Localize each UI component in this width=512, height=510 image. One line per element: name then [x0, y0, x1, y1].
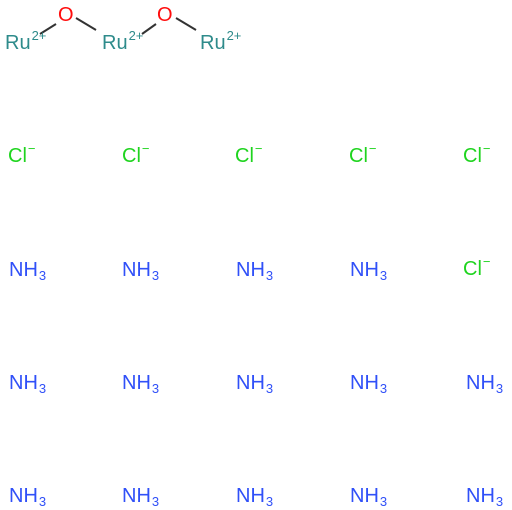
ruthenium-symbol: Ru — [200, 32, 226, 54]
ammonia-subscript: 3 — [151, 494, 160, 509]
ammonia-symbol: NH — [122, 372, 151, 394]
chloride-charge: − — [482, 141, 491, 156]
ammonia-symbol: NH — [9, 259, 38, 281]
ruthenium-symbol: Ru — [5, 32, 31, 54]
ammonia-ligand-10: NH3 — [9, 485, 47, 509]
ammonia-subscript: 3 — [495, 381, 504, 396]
bond-ru2-o2 — [141, 23, 157, 35]
chlorine-symbol: Cl — [8, 145, 27, 167]
ammonia-symbol: NH — [236, 259, 265, 281]
chloride-charge: − — [482, 254, 491, 269]
ammonia-subscript: 3 — [38, 268, 47, 283]
bond-o2-ru3 — [175, 17, 197, 31]
ammonia-ligand-2: NH3 — [122, 259, 160, 283]
ammonia-subscript: 3 — [379, 494, 388, 509]
chlorine-symbol: Cl — [463, 145, 482, 167]
chlorine-symbol: Cl — [122, 145, 141, 167]
chloride-charge: − — [368, 141, 377, 156]
chloride-charge: − — [254, 141, 263, 156]
ammonia-subscript: 3 — [495, 494, 504, 509]
ammonia-ligand-12: NH3 — [236, 485, 274, 509]
bond-ru1-o1 — [39, 23, 57, 35]
ruthenium-charge: 2+ — [226, 28, 242, 43]
ammonia-ligand-4: NH3 — [350, 259, 388, 283]
ammonia-ligand-11: NH3 — [122, 485, 160, 509]
ammonia-symbol: NH — [466, 485, 495, 507]
ammonia-symbol: NH — [466, 372, 495, 394]
ammonia-ligand-8: NH3 — [350, 372, 388, 396]
ruthenium-atom-1: Ru2+ — [5, 29, 46, 54]
ammonia-subscript: 3 — [265, 494, 274, 509]
ammonia-subscript: 3 — [265, 381, 274, 396]
ammonia-subscript: 3 — [151, 381, 160, 396]
oxygen-atom-2: O — [157, 5, 173, 25]
ammonia-ligand-14: NH3 — [466, 485, 504, 509]
ruthenium-charge: 2+ — [31, 28, 47, 43]
ruthenium-symbol: Ru — [102, 32, 128, 54]
oxygen-symbol: O — [157, 4, 173, 26]
ammonia-subscript: 3 — [38, 381, 47, 396]
ammonia-symbol: NH — [122, 485, 151, 507]
chlorine-symbol: Cl — [349, 145, 368, 167]
ammonia-symbol: NH — [122, 259, 151, 281]
ammonia-subscript: 3 — [151, 268, 160, 283]
chloride-charge: − — [27, 141, 36, 156]
ammonia-symbol: NH — [236, 372, 265, 394]
chloride-ion-4: Cl− — [349, 142, 376, 167]
ammonia-subscript: 3 — [379, 381, 388, 396]
ruthenium-charge: 2+ — [128, 28, 144, 43]
chloride-ion-5: Cl− — [463, 142, 490, 167]
chloride-ion-3: Cl− — [235, 142, 262, 167]
chlorine-symbol: Cl — [235, 145, 254, 167]
ammonia-subscript: 3 — [265, 268, 274, 283]
ammonia-ligand-5: NH3 — [9, 372, 47, 396]
ammonia-ligand-9: NH3 — [466, 372, 504, 396]
chloride-ion-2: Cl− — [122, 142, 149, 167]
ruthenium-atom-3: Ru2+ — [200, 29, 241, 54]
ammonia-ligand-1: NH3 — [9, 259, 47, 283]
chloride-ion-6: Cl− — [463, 255, 490, 280]
ammonia-subscript: 3 — [38, 494, 47, 509]
ammonia-symbol: NH — [350, 259, 379, 281]
ammonia-ligand-13: NH3 — [350, 485, 388, 509]
chloride-ion-1: Cl− — [8, 142, 35, 167]
ammonia-symbol: NH — [9, 372, 38, 394]
oxygen-symbol: O — [58, 4, 74, 26]
ammonia-symbol: NH — [350, 485, 379, 507]
ammonia-subscript: 3 — [379, 268, 388, 283]
bond-o1-ru2 — [75, 17, 97, 31]
ammonia-symbol: NH — [9, 485, 38, 507]
chlorine-symbol: Cl — [463, 258, 482, 280]
ammonia-ligand-6: NH3 — [122, 372, 160, 396]
ruthenium-atom-2: Ru2+ — [102, 29, 143, 54]
oxygen-atom-1: O — [58, 5, 74, 25]
ammonia-ligand-7: NH3 — [236, 372, 274, 396]
ammonia-ligand-3: NH3 — [236, 259, 274, 283]
chloride-charge: − — [141, 141, 150, 156]
ammonia-symbol: NH — [236, 485, 265, 507]
ammonia-symbol: NH — [350, 372, 379, 394]
